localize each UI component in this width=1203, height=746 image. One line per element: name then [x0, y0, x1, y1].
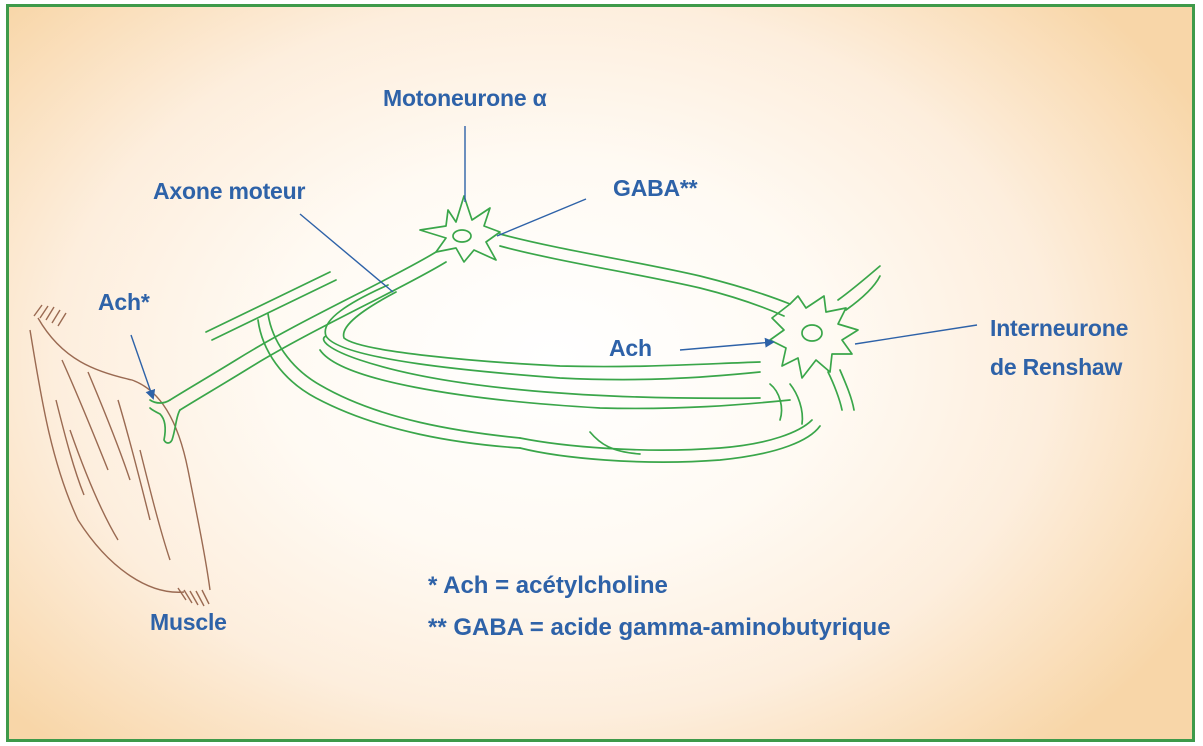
label-motor-axon: Axone moteur — [153, 176, 305, 207]
label-interneurone-line1: Interneurone — [990, 313, 1128, 344]
label-interneurone-line2: de Renshaw — [990, 352, 1122, 383]
legend: * Ach = acétylcholine ** GABA = acide ga… — [428, 565, 891, 649]
label-muscle: Muscle — [150, 607, 227, 638]
label-ach-renshaw: Ach — [609, 333, 652, 364]
leader-lines — [131, 126, 977, 398]
renshaw-soma — [770, 296, 858, 378]
label-gaba: GABA** — [613, 173, 697, 204]
neuron-pathways — [150, 234, 880, 462]
legend-ach: * Ach = acétylcholine — [428, 565, 891, 607]
label-motoneurone-alpha: Motoneurone α — [383, 83, 547, 114]
muscle-shape — [30, 305, 210, 606]
label-ach-muscle: Ach* — [98, 287, 150, 318]
motoneurone-soma — [420, 196, 500, 262]
legend-gaba: ** GABA = acide gamma-aminobutyrique — [428, 607, 891, 649]
